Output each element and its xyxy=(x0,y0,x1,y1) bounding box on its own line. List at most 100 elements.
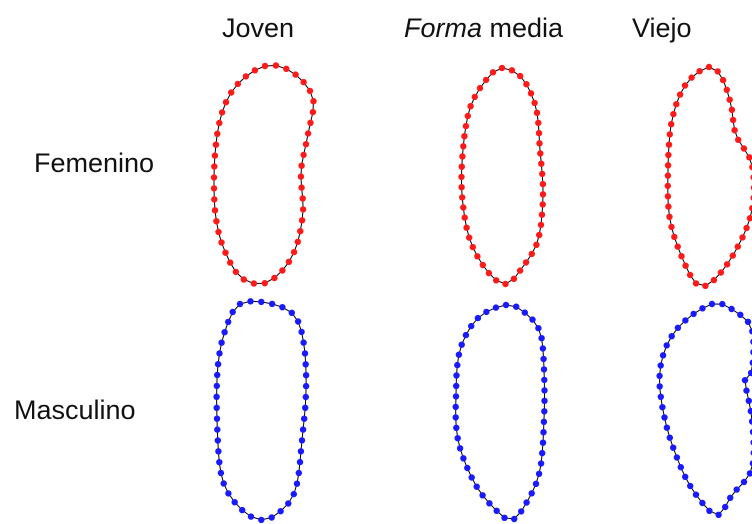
landmark-point xyxy=(661,414,668,421)
landmark-point xyxy=(221,329,228,336)
landmark-point xyxy=(474,253,481,260)
landmark-point xyxy=(463,224,470,231)
landmark-point xyxy=(215,448,222,455)
landmark-point xyxy=(455,351,463,358)
landmark-point xyxy=(485,269,493,277)
landmark-point xyxy=(535,325,542,332)
landmark-point xyxy=(539,180,547,188)
outline-female-mean xyxy=(458,64,547,288)
landmark-point xyxy=(659,404,666,411)
landmark-point xyxy=(298,184,305,191)
landmark-point xyxy=(673,454,681,461)
landmark-point xyxy=(536,140,543,147)
landmark-point xyxy=(665,203,672,210)
landmark-point xyxy=(539,345,547,352)
landmark-point xyxy=(218,109,226,116)
landmark-point xyxy=(268,514,275,521)
landmark-point xyxy=(213,218,220,225)
column-label-young: Joven xyxy=(222,13,295,43)
landmark-point xyxy=(501,514,508,521)
landmark-point xyxy=(452,403,459,411)
landmark-point xyxy=(749,205,752,212)
landmark-point xyxy=(218,239,225,246)
landmark-point xyxy=(719,76,727,84)
landmark-point xyxy=(729,252,736,259)
landmark-point xyxy=(665,151,672,159)
landmark-point xyxy=(283,65,290,73)
landmark-point xyxy=(741,377,749,384)
landmark-point xyxy=(216,119,223,127)
landmark-point xyxy=(459,153,466,160)
landmark-point xyxy=(508,67,516,74)
landmark-point xyxy=(492,304,500,311)
landmark-point xyxy=(710,276,718,284)
landmark-point xyxy=(213,382,220,390)
landmark-point xyxy=(272,62,280,69)
outline-path xyxy=(667,66,752,287)
landmark-point xyxy=(232,268,240,276)
landmark-point xyxy=(539,170,546,178)
landmark-point xyxy=(299,195,306,202)
landmark-point xyxy=(502,301,510,309)
landmark-point xyxy=(299,206,307,213)
landmark-point xyxy=(211,207,219,214)
landmark-point xyxy=(674,243,681,250)
landmark-point xyxy=(493,507,500,514)
landmark-point xyxy=(460,204,467,211)
landmark-point xyxy=(743,224,750,232)
landmark-point xyxy=(301,415,308,422)
landmark-point xyxy=(453,382,460,390)
landmark-point xyxy=(310,98,317,105)
landmark-point xyxy=(300,339,307,346)
landmark-point xyxy=(298,328,305,336)
landmark-point xyxy=(250,280,258,287)
landmark-point xyxy=(225,490,232,497)
landmark-point xyxy=(498,64,506,72)
landmark-point xyxy=(539,449,546,457)
landmark-point xyxy=(228,89,235,96)
landmark-point xyxy=(539,201,546,208)
landmark-point xyxy=(486,500,493,507)
landmark-point xyxy=(744,318,752,325)
landmark-point xyxy=(682,262,689,269)
landmark-point xyxy=(294,238,301,245)
landmark-point xyxy=(664,162,672,169)
landmark-point xyxy=(210,174,218,181)
landmark-point xyxy=(212,141,220,148)
landmark-point xyxy=(735,136,742,143)
landmark-point xyxy=(213,393,220,400)
landmark-point xyxy=(297,228,304,235)
landmark-point xyxy=(727,494,734,501)
landmark-point xyxy=(299,426,307,433)
landmark-point xyxy=(216,350,223,357)
landmark-point xyxy=(220,480,227,487)
landmark-point xyxy=(458,341,465,348)
landmark-point xyxy=(483,308,490,316)
landmark-point xyxy=(677,464,684,471)
landmark-point xyxy=(211,163,218,170)
landmark-point xyxy=(258,516,265,524)
landmark-point xyxy=(474,314,482,322)
landmark-point xyxy=(533,109,541,117)
landmark-point xyxy=(513,303,520,310)
landmark-point xyxy=(535,119,542,127)
landmark-point xyxy=(295,469,302,477)
landmark-point xyxy=(458,173,465,181)
landmark-point xyxy=(538,335,545,342)
landmark-point xyxy=(521,309,528,316)
landmark-point xyxy=(518,508,525,515)
landmark-point xyxy=(737,311,744,318)
landmark-point xyxy=(705,63,713,71)
landmark-point xyxy=(687,482,694,490)
landmark-point xyxy=(747,407,752,415)
outline-female-old xyxy=(664,63,752,289)
landmark-point xyxy=(686,271,694,279)
landmark-point xyxy=(531,99,538,107)
landmark-point xyxy=(468,474,475,481)
landmark-point xyxy=(536,231,543,239)
landmark-point xyxy=(688,74,695,81)
landmark-point xyxy=(242,73,250,80)
landmark-point xyxy=(748,418,752,425)
landmark-point xyxy=(214,437,221,444)
landmark-point xyxy=(537,221,545,229)
